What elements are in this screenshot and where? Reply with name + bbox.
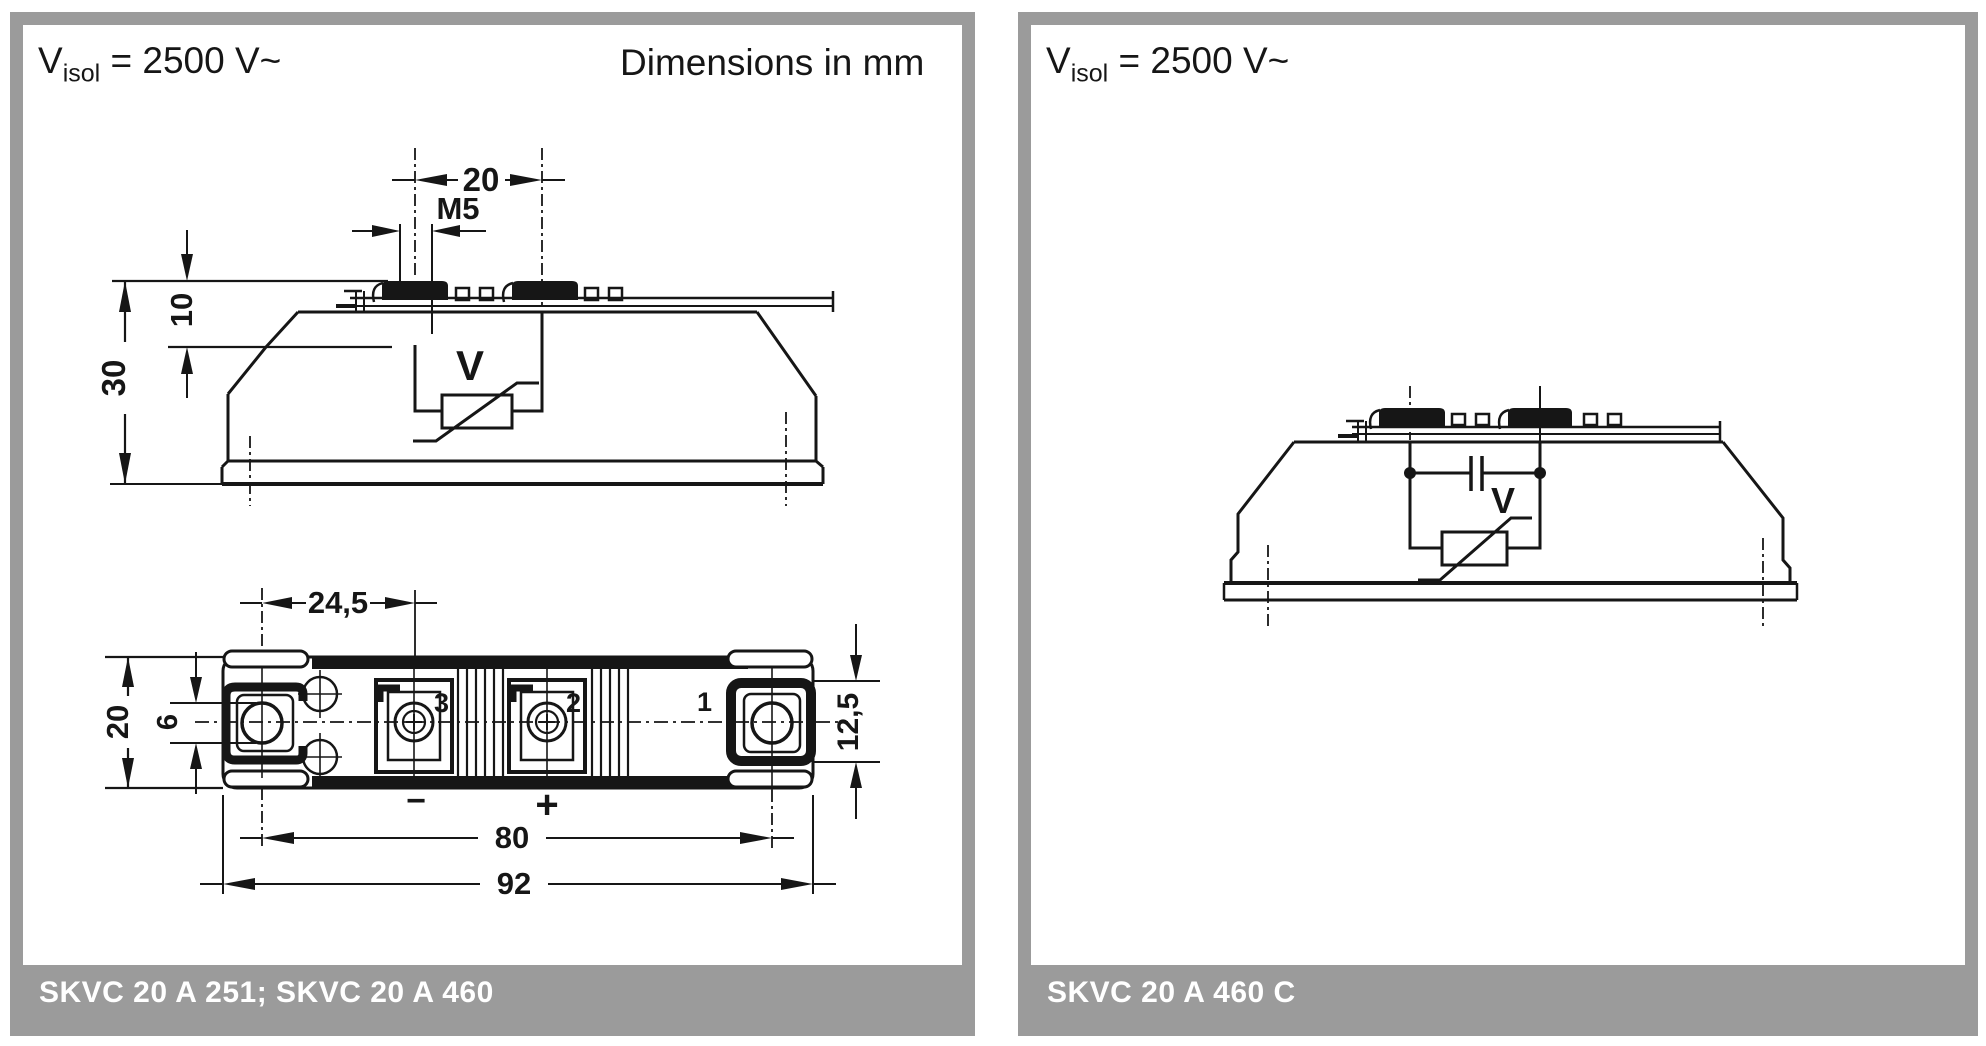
- module-name-left: SKVC 20 A 251; SKVC 20 A 460: [39, 976, 494, 1009]
- footer-bar-left: SKVC 20 A 251; SKVC 20 A 460: [23, 965, 962, 1023]
- isolation-voltage-right: Visol = 2500 V~: [1046, 40, 1289, 88]
- panel-skvc-20a251-460: SKVC 20 A 251; SKVC 20 A 460: [10, 12, 975, 1036]
- isolation-voltage-left: Visol = 2500 V~: [38, 40, 281, 88]
- v-symbol: V: [1046, 40, 1071, 81]
- footer-bar-right: SKVC 20 A 460 C: [1031, 965, 1965, 1023]
- panel-skvc-20a460c: SKVC 20 A 460 C: [1018, 12, 1978, 1036]
- isolation-value: = 2500 V~: [100, 40, 282, 81]
- dimensions-note: Dimensions in mm: [620, 42, 925, 83]
- v-symbol: V: [38, 40, 63, 81]
- isol-subscript: isol: [62, 59, 101, 88]
- isolation-value: = 2500 V~: [1108, 40, 1290, 81]
- module-name-right: SKVC 20 A 460 C: [1047, 976, 1296, 1009]
- isol-subscript: isol: [1070, 59, 1109, 88]
